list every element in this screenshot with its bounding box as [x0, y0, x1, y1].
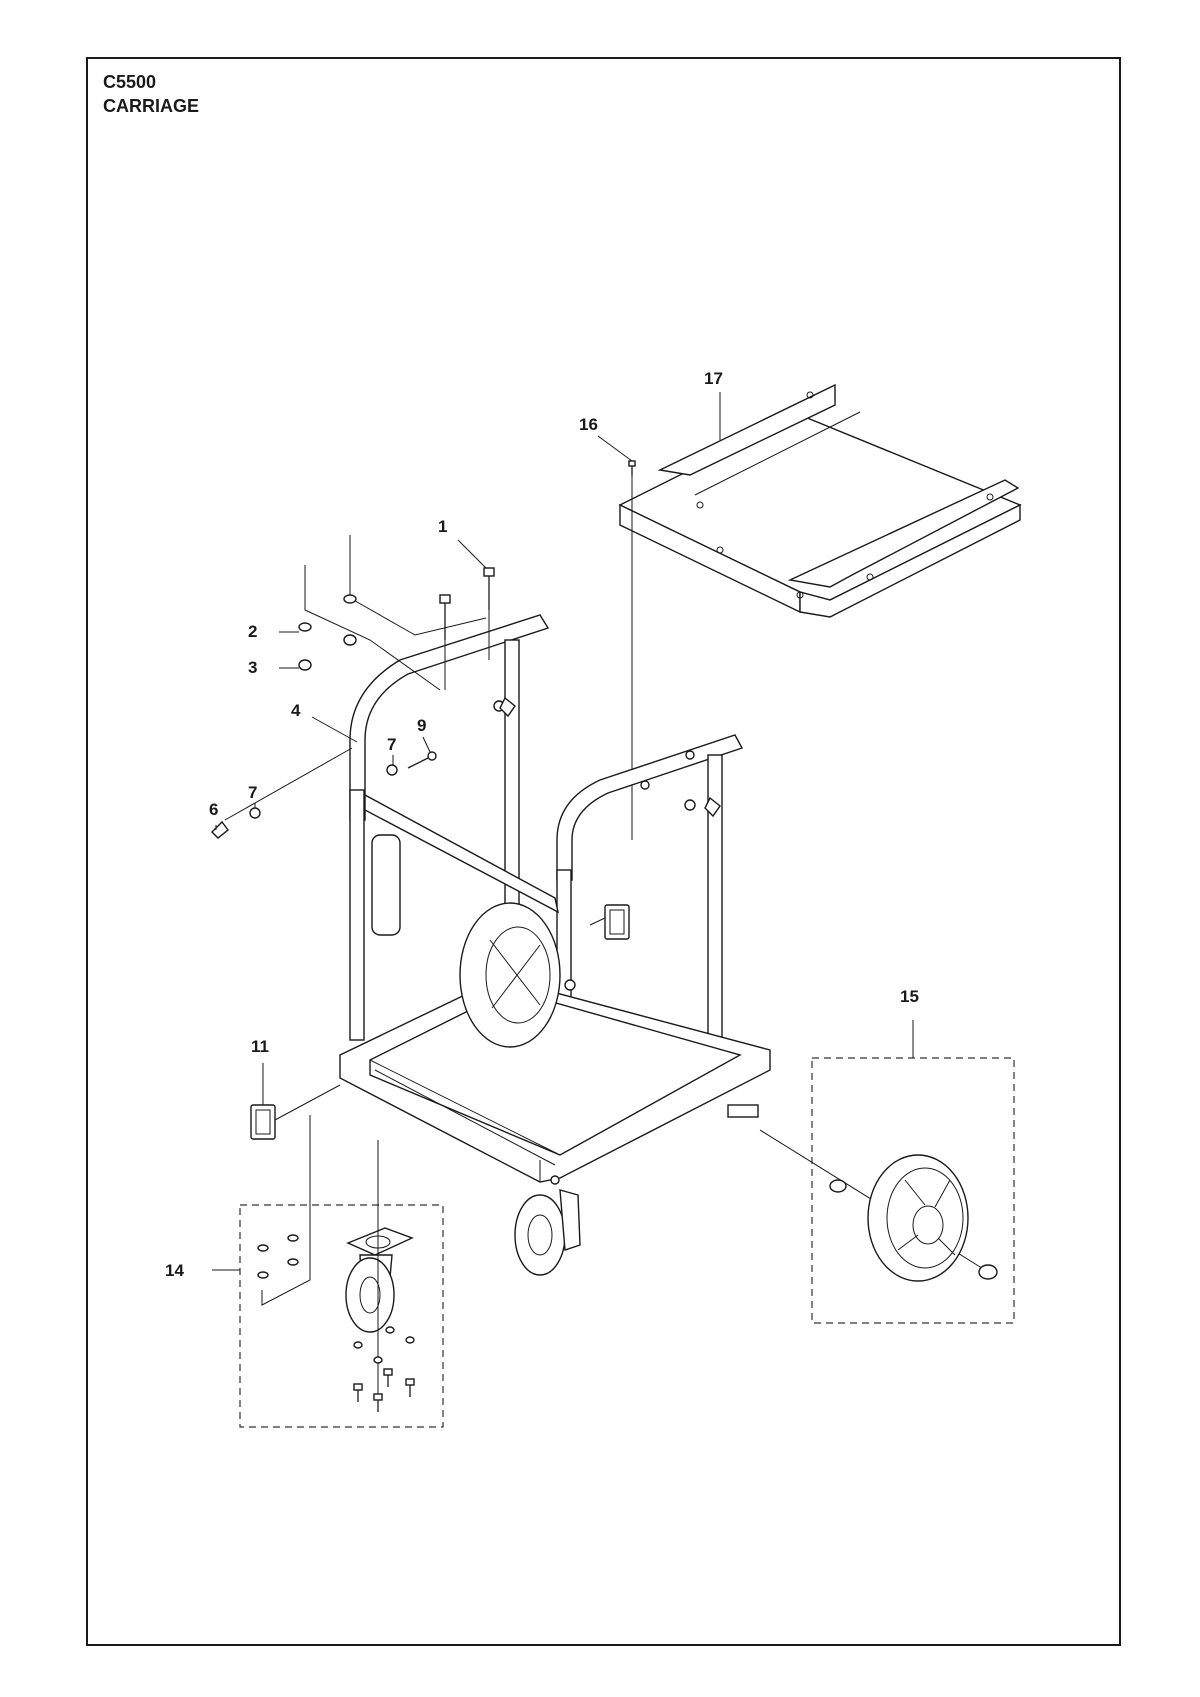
callout-leaders — [215, 392, 721, 1105]
carriage-frame — [339, 614, 771, 1276]
callout-7-upper: 7 — [387, 735, 396, 754]
callout-14: 14 — [165, 1261, 184, 1280]
part-15-wheel-kit — [759, 1020, 1015, 1324]
drawing-title-block: C5500 CARRIAGE — [103, 70, 199, 118]
part-11-end-caps — [250, 904, 630, 1140]
callout-15: 15 — [900, 987, 919, 1006]
callout-3: 3 — [248, 658, 257, 677]
part-14-caster-kit — [212, 1115, 444, 1428]
callout-6: 6 — [209, 800, 218, 819]
callout-11: 11 — [251, 1037, 269, 1056]
callout-17: 17 — [704, 369, 723, 388]
part-2-3-washers-nuts — [298, 535, 487, 691]
callout-labels: 1 2 3 4 6 7 7 9 11 14 15 16 17 — [165, 369, 919, 1280]
part-6-7-9-hardware — [211, 696, 721, 839]
part-17-tray — [618, 383, 1022, 618]
callout-4: 4 — [291, 701, 301, 720]
callout-16: 16 — [579, 415, 598, 434]
model-number: C5500 — [103, 72, 157, 92]
callout-2: 2 — [248, 622, 257, 641]
callout-9: 9 — [417, 716, 426, 735]
callout-7-lower: 7 — [248, 783, 257, 802]
assembly-title: CARRIAGE — [103, 96, 200, 116]
callout-1: 1 — [438, 517, 447, 536]
drawing-frame — [86, 57, 1121, 1646]
part-1-bolts — [439, 567, 495, 690]
